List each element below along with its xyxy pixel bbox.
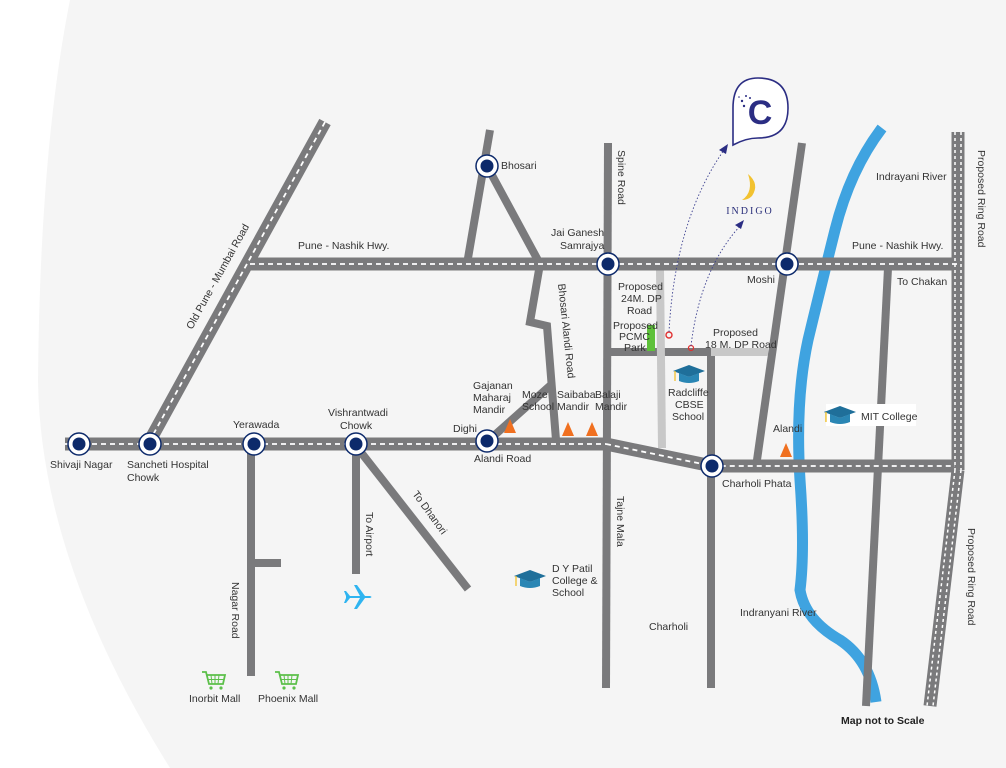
label-moze-school-2: School	[522, 401, 554, 413]
label-dighi: Dighi	[453, 423, 477, 435]
label-proposed-24m-3: Road	[627, 305, 652, 317]
label-pcmc-park-2: PCMC	[619, 331, 650, 343]
label-ring-road-top: Proposed Ring Road	[975, 150, 987, 248]
node-bhosari[interactable]	[475, 154, 499, 178]
label-yerawada: Yerawada	[233, 419, 279, 431]
label-gajanan-3: Mandir	[473, 404, 506, 416]
label-alandi-road: Alandi Road	[474, 453, 531, 465]
arrow-head-icon	[735, 220, 744, 229]
label-saibaba-mandir-2: Mandir	[557, 401, 590, 413]
label-shivaji-nagar: Shivaji Nagar	[50, 459, 113, 471]
proposed-24m-dp-road	[656, 269, 666, 449]
node-jai-ganesh[interactable]	[596, 252, 620, 276]
label-moze-school: Moze	[522, 389, 548, 401]
logo-letter: C	[748, 94, 773, 132]
route-arrow	[668, 149, 725, 333]
label-bhosari: Bhosari	[501, 160, 537, 172]
label-proposed-24m-2: 24M. DP	[621, 293, 662, 305]
label-charholi: Charholi	[649, 621, 688, 633]
route-arrow	[690, 225, 741, 347]
label-proposed-24m: Proposed	[618, 281, 663, 293]
label-to-airport: To Airport	[363, 512, 375, 556]
label-sancheti: Sancheti Hospital	[127, 459, 209, 471]
label-inorbit-mall: Inorbit Mall	[189, 693, 240, 705]
node-alandi-road[interactable]	[475, 429, 499, 453]
pcmc-park	[647, 325, 655, 351]
secondary-roads	[247, 129, 892, 707]
label-moshi: Moshi	[747, 274, 775, 286]
node-shivaji-nagar[interactable]	[67, 432, 91, 456]
indigo-text: INDIGO	[726, 206, 774, 217]
label-saibaba-mandir: Saibaba	[557, 389, 596, 401]
label-gajanan-2: Maharaj	[473, 392, 511, 404]
stars-icon	[738, 95, 751, 108]
label-sancheti-2: Chowk	[127, 472, 160, 484]
indigo-logo: INDIGO	[726, 174, 774, 217]
label-jai-ganesh: Jai Ganesh	[551, 227, 604, 239]
label-radcliffe-3: School	[672, 411, 704, 423]
airplane-icon	[344, 585, 372, 609]
label-vishrantwadi: Vishrantwadi	[328, 407, 388, 419]
label-jai-ganesh-2: Samrajya	[560, 240, 605, 252]
map-not-to-scale-note: Map not to Scale	[841, 715, 925, 727]
label-proposed-18m: Proposed	[713, 327, 758, 339]
label-vishrantwadi-2: Chowk	[340, 420, 373, 432]
label-phoenix-mall: Phoenix Mall	[258, 693, 318, 705]
label-radcliffe: Radcliffe	[668, 387, 709, 399]
label-indrayani-river: Indrayani River	[876, 171, 947, 183]
node-vishrantwadi[interactable]	[344, 432, 368, 456]
label-gajanan: Gajanan	[473, 380, 513, 392]
label-indrayani-river-2: Indranyani River	[740, 607, 817, 619]
label-alandi: Alandi	[773, 423, 802, 435]
label-mit-college: MIT College	[861, 411, 918, 423]
label-dy-patil-3: School	[552, 587, 584, 599]
label-dy-patil-2: College &	[552, 575, 598, 587]
label-charholi-phata: Charholi Phata	[722, 478, 792, 490]
node-sancheti[interactable]	[138, 432, 162, 456]
label-tajne-mala: Tajne Mala	[614, 496, 626, 547]
label-nagar-road: Nagar Road	[229, 582, 241, 639]
label-ring-road-bottom: Proposed Ring Road	[965, 528, 977, 626]
label-balaji-mandir-2: Mandir	[595, 401, 628, 413]
label-pune-nashik-east: Pune - Nashik Hwy.	[852, 240, 943, 252]
node-yerawada[interactable]	[242, 432, 266, 456]
label-pcmc-park-3: Park	[624, 342, 646, 354]
label-pcmc-park: Proposed	[613, 320, 658, 332]
node-charholi-phata[interactable]	[700, 454, 724, 478]
label-balaji-mandir: Balaji	[595, 389, 621, 401]
arrow-head-icon	[719, 144, 728, 154]
label-proposed-18m-2: 18 M. DP Road	[705, 339, 777, 351]
label-pune-nashik-west: Pune - Nashik Hwy.	[298, 240, 389, 252]
label-spine-road: Spine Road	[615, 150, 627, 205]
crescent-moon-icon	[742, 174, 756, 200]
label-radcliffe-2: CBSE	[675, 399, 704, 411]
project-logo[interactable]: C	[732, 77, 789, 147]
label-dy-patil: D Y Patil	[552, 563, 592, 575]
node-moshi[interactable]	[775, 252, 799, 276]
label-to-chakan: To Chakan	[897, 276, 947, 288]
